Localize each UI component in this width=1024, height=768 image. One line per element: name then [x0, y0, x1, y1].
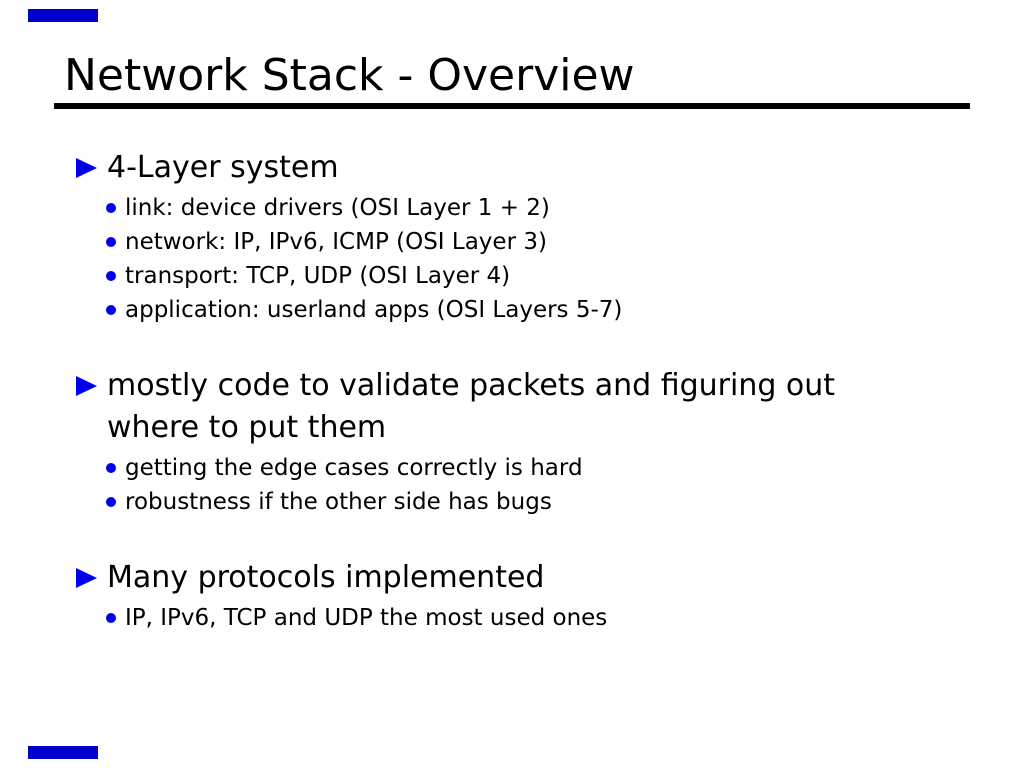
- title-underline: [54, 103, 970, 109]
- sub-bullet-text: application: userland apps (OSI Layers 5…: [125, 297, 623, 323]
- dot-icon: [106, 203, 116, 213]
- triangle-right-icon: [76, 376, 97, 396]
- bullet-group-validate-packets: mostly code to validate packets and figu…: [76, 365, 956, 519]
- bullet-group-4-layer-system: 4-Layer system link: device drivers (OSI…: [76, 147, 956, 327]
- sub-bullet-item: robustness if the other side has bugs: [106, 485, 956, 519]
- dot-icon: [106, 305, 116, 315]
- dot-icon: [106, 271, 116, 281]
- bullet-item: Many protocols implemented: [76, 557, 956, 599]
- sub-bullet-item: application: userland apps (OSI Layers 5…: [106, 293, 956, 327]
- sub-bullet-text: getting the edge cases correctly is hard: [125, 455, 583, 481]
- sub-bullet-item: getting the edge cases correctly is hard: [106, 451, 956, 485]
- sub-bullet-item: IP, IPv6, TCP and UDP the most used ones: [106, 601, 956, 635]
- triangle-right-icon: [76, 568, 97, 588]
- sub-bullet-item: link: device drivers (OSI Layer 1 + 2): [106, 191, 956, 225]
- bullet-group-many-protocols: Many protocols implemented IP, IPv6, TCP…: [76, 557, 956, 635]
- bullet-text: 4-Layer system: [107, 150, 339, 185]
- sub-bullet-text: robustness if the other side has bugs: [125, 489, 552, 515]
- bullet-item: 4-Layer system: [76, 147, 956, 189]
- bullet-item: mostly code to validate packets and figu…: [76, 365, 956, 449]
- bottom-left-accent-bar: [28, 746, 98, 759]
- bullet-text: Many protocols implemented: [107, 560, 545, 595]
- slide-body: 4-Layer system link: device drivers (OSI…: [76, 147, 956, 635]
- sub-bullet-text: network: IP, IPv6, ICMP (OSI Layer 3): [125, 229, 547, 255]
- page-title: Network Stack - Overview: [64, 50, 635, 101]
- sub-bullet-text: transport: TCP, UDP (OSI Layer 4): [125, 263, 511, 289]
- top-left-accent-bar: [28, 9, 98, 22]
- sub-bullet-item: network: IP, IPv6, ICMP (OSI Layer 3): [106, 225, 956, 259]
- dot-icon: [106, 613, 116, 623]
- dot-icon: [106, 237, 116, 247]
- sub-bullet-list: link: device drivers (OSI Layer 1 + 2) n…: [76, 191, 956, 327]
- bullet-text: mostly code to validate packets and figu…: [107, 368, 836, 445]
- sub-bullet-list: IP, IPv6, TCP and UDP the most used ones: [76, 601, 956, 635]
- dot-icon: [106, 463, 116, 473]
- sub-bullet-item: transport: TCP, UDP (OSI Layer 4): [106, 259, 956, 293]
- dot-icon: [106, 497, 116, 507]
- sub-bullet-text: IP, IPv6, TCP and UDP the most used ones: [125, 605, 608, 631]
- triangle-right-icon: [76, 158, 97, 178]
- sub-bullet-text: link: device drivers (OSI Layer 1 + 2): [125, 195, 550, 221]
- sub-bullet-list: getting the edge cases correctly is hard…: [76, 451, 956, 519]
